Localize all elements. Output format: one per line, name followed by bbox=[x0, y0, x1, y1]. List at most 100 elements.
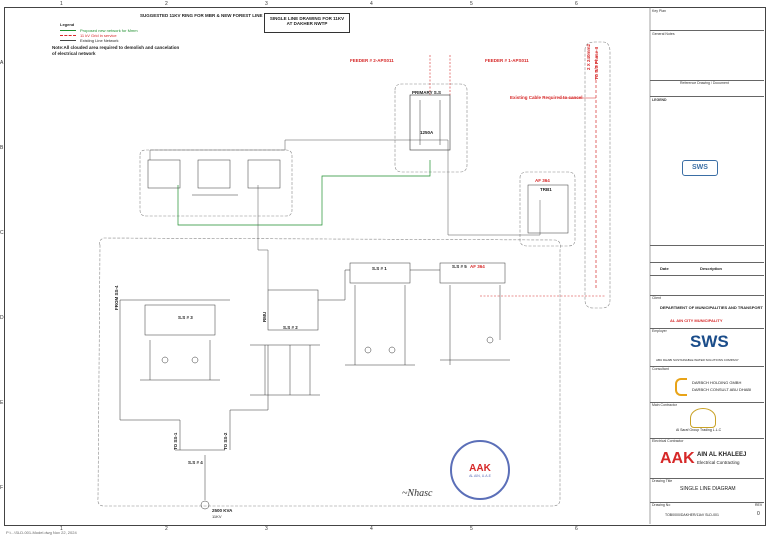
to-ss1-label: TO SS-1 bbox=[173, 432, 178, 450]
legend-tb-label: LEGEND bbox=[652, 98, 667, 102]
note-line-2: of electrical network bbox=[52, 51, 96, 56]
tb-divider-10 bbox=[650, 478, 764, 479]
header-title-sld: SINGLE LINE DRAWING FOR 11KV bbox=[269, 16, 345, 21]
header-title-location: AT DAKHER NWTP bbox=[286, 21, 328, 26]
tb-divider-6 bbox=[650, 328, 764, 329]
legend-line-green bbox=[60, 30, 76, 31]
drawing-no: TOB0000/DAKHER/11kV SLD-001 bbox=[665, 513, 719, 517]
tb-divider-4 bbox=[650, 245, 764, 246]
grid-col-1: 1 bbox=[60, 1, 63, 7]
kva-sub-label: 11KV bbox=[212, 514, 222, 519]
feeder-left-label: FEEDER # 2-APS011 bbox=[350, 58, 394, 63]
af-label-top: AF 364 bbox=[535, 178, 550, 183]
main-contractor-label: Main Contractor bbox=[652, 403, 677, 407]
existing-cable-label: Existing Cable Required to cancel bbox=[510, 95, 583, 100]
grid-col-4-bottom: 4 bbox=[370, 526, 373, 532]
tb-divider-7 bbox=[650, 366, 764, 367]
grid-col-6: 6 bbox=[575, 1, 578, 7]
header-title-ring: SUGGESTED 11KV RING FOR MBR & NEW FOREST… bbox=[140, 13, 263, 18]
general-notes-label: General Notes bbox=[652, 32, 675, 36]
grid-row-d: D bbox=[0, 315, 4, 321]
drawing-title: SINGLE LINE DIAGRAM bbox=[680, 486, 736, 492]
key-plan-label: Key Plan bbox=[652, 9, 667, 13]
consultant-logo-icon bbox=[675, 378, 687, 396]
af-trb-label: TRB1 bbox=[540, 187, 552, 192]
tb-divider-9 bbox=[650, 438, 764, 439]
grid-row-f: F bbox=[0, 485, 4, 491]
company-stamp: AAK AL AIN, U.A.E bbox=[450, 440, 510, 500]
tb-divider-3 bbox=[650, 96, 764, 97]
legend-item-proposed: Proposed new network for Mmm bbox=[80, 28, 138, 33]
grid-col-2: 2 bbox=[165, 1, 168, 7]
ss5-af-label: AF 364 bbox=[470, 264, 485, 269]
grid-row-b: B bbox=[0, 145, 4, 151]
ref-drawing-label: Reference Drawing / Document bbox=[680, 81, 729, 85]
revision-header: Date Description bbox=[650, 262, 764, 276]
legend-item-existing: Existing Line Network bbox=[80, 38, 119, 43]
sws-logo: SWS bbox=[690, 332, 729, 351]
footer-path: P:\...\SLD-001-Model.dwg Nov 22, 2024 bbox=[6, 530, 77, 535]
grid-col-5-bottom: 5 bbox=[470, 526, 473, 532]
grid-col-5: 5 bbox=[470, 1, 473, 7]
tb-divider-1 bbox=[650, 30, 764, 31]
to-ss2-label: TO SS-2 bbox=[223, 432, 228, 450]
grid-col-6-bottom: 6 bbox=[575, 526, 578, 532]
note-line-1: Note:All clouded area required to demoli… bbox=[52, 45, 180, 50]
rev-value: 0 bbox=[757, 511, 760, 517]
drawing-title-label: Drawing Title bbox=[652, 479, 673, 483]
consultant-name-2: DARBCH CONSULT ABU DHABI bbox=[692, 387, 752, 392]
grid-col-4: 4 bbox=[370, 1, 373, 7]
incomer-label: 2 X 240mm2 bbox=[586, 43, 591, 70]
sws-subtitle: ABU DHABI SUSTAINABLE WATER SOLUTIONS CO… bbox=[656, 358, 739, 362]
feeder-right-label: FEEDER # 1-APS011 bbox=[485, 58, 529, 63]
employer-label: Employer bbox=[652, 329, 667, 333]
description-label: Description bbox=[700, 266, 723, 271]
stamp-text: AL AIN, U.A.E bbox=[469, 473, 491, 478]
from-ss4-label: FROM SS-4 bbox=[114, 285, 119, 310]
main-contractor-logo bbox=[690, 408, 716, 428]
aak-subtitle: Electrical Contracting bbox=[697, 460, 740, 465]
tb-divider-5 bbox=[650, 295, 764, 296]
tb-divider-2 bbox=[650, 80, 764, 81]
client-label: Client bbox=[652, 296, 661, 300]
stamp-logo: AAK bbox=[469, 462, 491, 474]
ss1-label: S.S # 1 bbox=[372, 266, 387, 271]
signature: ~Nhasc bbox=[402, 488, 433, 499]
header-title-box: SINGLE LINE DRAWING FOR 11KV AT DAKHER N… bbox=[264, 13, 350, 33]
grid-col-3-bottom: 3 bbox=[265, 526, 268, 532]
aak-name: AIN AL KHALEEJ bbox=[697, 452, 747, 458]
electrical-contractor-label: Electrical Contractor bbox=[652, 439, 684, 443]
grid-row-e: E bbox=[0, 400, 4, 406]
rev-label: REV bbox=[755, 503, 763, 507]
aak-logo: AAK bbox=[660, 450, 695, 467]
ss4-label: S.S # 4 bbox=[188, 460, 203, 465]
consultant-label: Consultant bbox=[652, 367, 669, 371]
kva-label: 2500 KVA bbox=[212, 508, 233, 513]
ss2-label: S.S # 2 bbox=[283, 325, 298, 330]
legend-title: Legend bbox=[60, 22, 75, 27]
drawing-frame bbox=[4, 7, 766, 526]
primary-cap-label: 1250A bbox=[420, 130, 434, 135]
client-city: AL AIN CITY MUNICIPALITY bbox=[670, 318, 723, 323]
legend-line-grey bbox=[60, 40, 76, 41]
grid-col-3: 3 bbox=[265, 1, 268, 7]
consultant-name-1: DARBCH HOLDING GMBH bbox=[692, 380, 742, 385]
incomer-label-2: TO S/S Phase-II bbox=[594, 46, 599, 80]
main-contractor-name: Al Saraf Group Trading L.L.C bbox=[676, 428, 722, 432]
primary-ss-label: PRIMARY S.S bbox=[412, 90, 442, 95]
legend-line-red bbox=[60, 35, 76, 36]
grid-row-c: C bbox=[0, 230, 4, 236]
grid-col-2-bottom: 2 bbox=[165, 526, 168, 532]
drawing-no-label: Drawing No bbox=[652, 503, 671, 507]
tb-divider-11 bbox=[650, 502, 764, 503]
ss5-label: S.S # 5 bbox=[452, 264, 467, 269]
sws-mini-logo: SWS bbox=[682, 160, 718, 176]
date-label: Date bbox=[660, 266, 669, 271]
ss3-label: S.S # 3 bbox=[178, 315, 193, 320]
rmu-label: RMU bbox=[262, 311, 267, 322]
client-name: DEPARTMENT OF MUNICIPALITIES AND TRANSPO… bbox=[660, 305, 763, 310]
grid-row-a: A bbox=[0, 60, 4, 66]
legend-item-grid: 11 kV Grid in service bbox=[80, 33, 117, 38]
tb-divider-8 bbox=[650, 402, 764, 403]
